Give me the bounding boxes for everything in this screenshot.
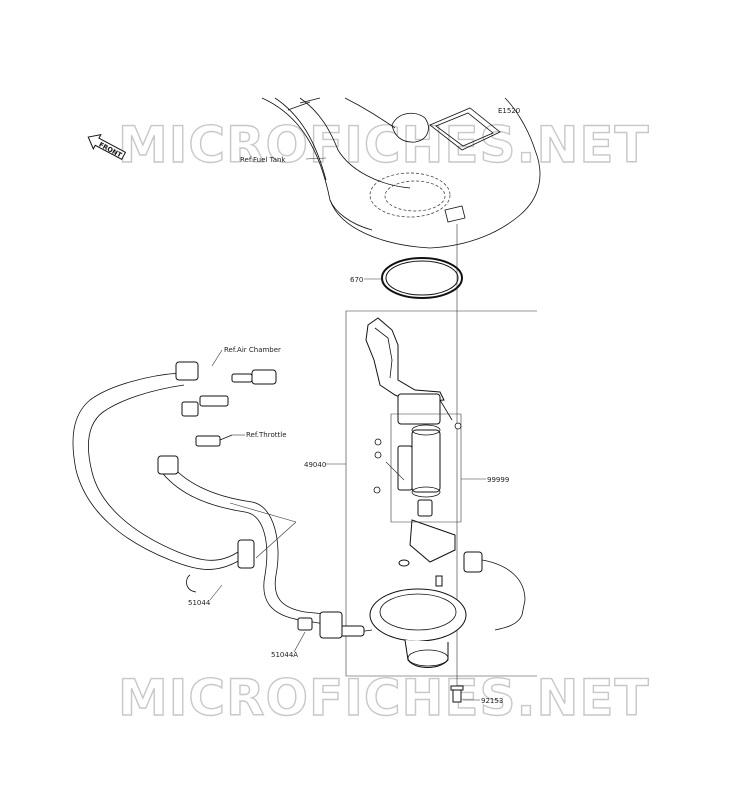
pump-flange [339, 588, 467, 668]
label-e1520: E1520 [498, 107, 520, 115]
throttle-fitting [195, 434, 233, 447]
o-ring-670 [381, 257, 463, 299]
bolt-92153 [450, 685, 464, 703]
label-ref-air-chamber: Ref.Air Chamber [224, 346, 281, 354]
fuel-tank [261, 97, 541, 249]
bracket-99999 [390, 413, 461, 523]
label-ref-throttle: Ref.Throttle [246, 431, 287, 439]
label-51044a: 51044A [271, 651, 298, 659]
label-49040: 49040 [304, 461, 326, 469]
label-670: 670 [350, 276, 363, 284]
fasteners [373, 422, 462, 494]
watermark-top: MICROFICHES.NET [118, 116, 650, 174]
label-99999: 99999 [487, 476, 509, 484]
bracket-49040 [345, 310, 537, 677]
label-51044: 51044 [188, 599, 211, 607]
air-chamber-fitting [181, 369, 277, 417]
fuel-pump [365, 317, 456, 563]
hose-51044 [72, 361, 255, 593]
hose-51044a [157, 455, 343, 639]
connector-plug [463, 551, 526, 631]
watermark-bottom: MICROFICHES.NET [118, 669, 650, 727]
label-92153: 92153 [481, 697, 503, 705]
label-ref-fuel-tank: Ref.Fuel Tank [240, 156, 286, 164]
